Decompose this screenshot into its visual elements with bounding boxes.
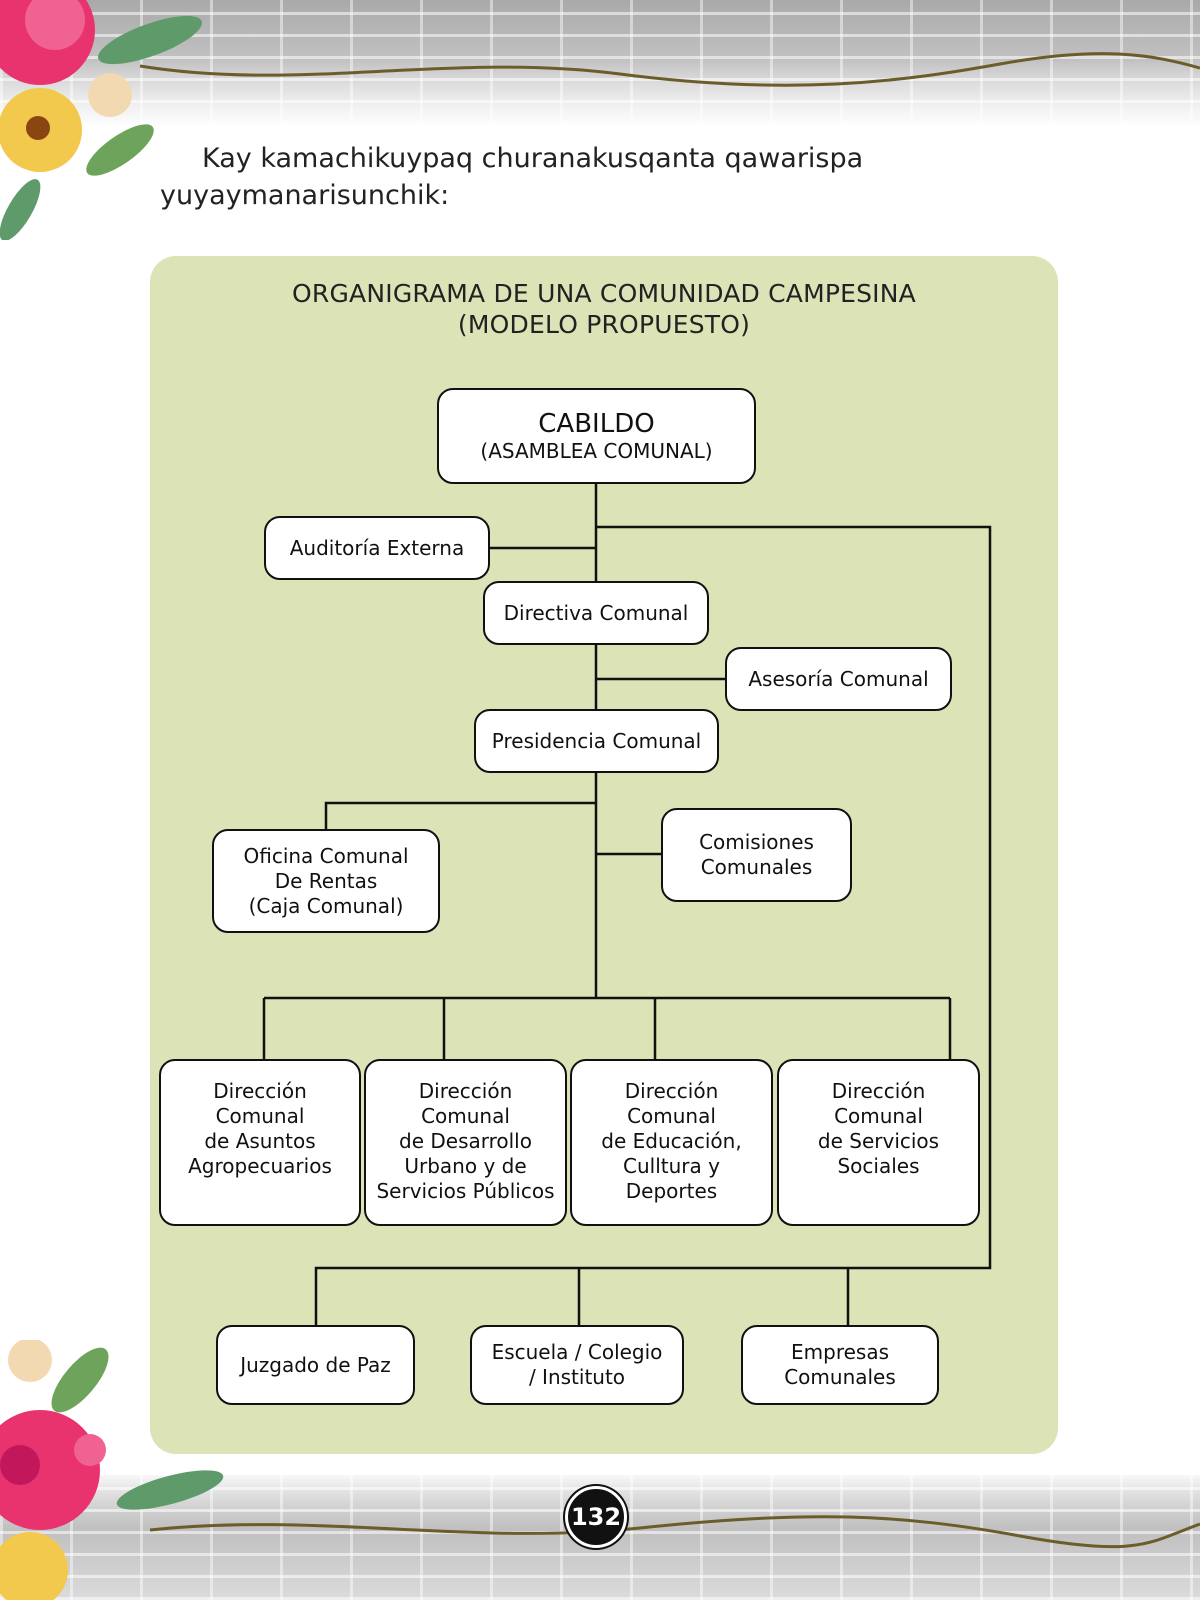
node-comisiones-line-1: Comisiones [699, 830, 814, 854]
node-dir-desarrollo-urbano: Dirección Comunal de Desarrollo Urbano y… [364, 1059, 567, 1226]
node-cabildo-line-2: (ASAMBLEA COMUNAL) [480, 438, 713, 463]
top-wave-line [139, 52, 1200, 87]
node-presidencia-line-1: Presidencia Comunal [491, 728, 702, 753]
connector-cabildo-right-branch [314, 525, 992, 1326]
node-comisiones-comunales: Comisiones Comunales [661, 808, 852, 902]
node-asesoria-line-1: Asesoría Comunal [748, 666, 929, 691]
node-oficina-line-3: (Caja Comunal) [248, 893, 404, 918]
node-oficina-rentas: Oficina Comunal De Rentas (Caja Comunal) [212, 829, 440, 933]
node-oficina-line-1: Oficina Comunal [243, 843, 409, 868]
node-presidencia-comunal: Presidencia Comunal [474, 709, 719, 773]
node-comisiones-line-2: Comunales [700, 855, 813, 879]
node-dir-servicios-line-2: de Servicios [817, 1129, 940, 1153]
node-directiva-line-1: Directiva Comunal [503, 600, 689, 625]
node-dir-educacion-line-3: Culltura y Deportes [623, 1154, 720, 1203]
page-number: 132 [565, 1486, 627, 1548]
node-dir-educacion-line-2: de Educación, [601, 1129, 742, 1153]
node-dir-urbano-line-1: Dirección Comunal [418, 1079, 513, 1128]
node-cabildo: CABILDO (ASAMBLEA COMUNAL) [437, 388, 756, 484]
node-escuela-colegio: Escuela / Colegio / Instituto [470, 1325, 684, 1405]
node-dir-agro-line-3: Agropecuarios [188, 1154, 332, 1178]
node-dir-servicios-line-1: Dirección Comunal [831, 1079, 926, 1128]
node-juzgado-line-1: Juzgado de Paz [240, 1352, 391, 1377]
intro-line-2: yuyaymanarisunchik: [160, 180, 450, 211]
node-empresas-line-1: Empresas [791, 1340, 889, 1364]
diagram-title: ORGANIGRAMA DE UNA COMUNIDAD CAMPESINA (… [150, 278, 1058, 340]
node-auditoria-externa: Auditoría Externa [264, 516, 490, 580]
node-dir-urbano-line-2: de Desarrollo [399, 1129, 532, 1153]
bottom-wave-line [149, 1515, 1200, 1549]
node-directiva-comunal: Directiva Comunal [483, 581, 709, 645]
node-asesoria-comunal: Asesoría Comunal [725, 647, 952, 711]
node-dir-asuntos-agropecuarios: Dirección Comunal de Asuntos Agropecuari… [159, 1059, 361, 1226]
node-dir-urbano-line-4: Servicios Públicos [376, 1179, 555, 1203]
diagram-title-line-2: (MODELO PROPUESTO) [457, 310, 751, 339]
node-escuela-line-2: / Instituto [528, 1365, 626, 1389]
node-dir-urbano-line-3: Urbano y de [404, 1154, 527, 1178]
node-dir-agro-line-2: de Asuntos [204, 1129, 316, 1153]
node-dir-servicios-line-3: Sociales [837, 1154, 920, 1178]
intro-line-1: Kay kamachikuypaq churanakusqanta qawari… [202, 143, 864, 174]
node-empresas-line-2: Comunales [784, 1365, 896, 1389]
node-empresas-comunales: Empresas Comunales [741, 1325, 939, 1405]
node-dir-educacion-line-1: Dirección Comunal [624, 1079, 719, 1128]
flower-bouquet-icon [0, 1340, 224, 1600]
intro-text: Kay kamachikuypaq churanakusqanta qawari… [160, 140, 1060, 214]
connector-oficina-rentas [324, 801, 596, 830]
node-dir-agro-line-1: Dirección Comunal [213, 1079, 307, 1128]
node-juzgado-de-paz: Juzgado de Paz [216, 1325, 415, 1405]
node-oficina-line-2: De Rentas [274, 868, 378, 893]
node-dir-servicios-sociales: Dirección Comunal de Servicios Sociales [777, 1059, 980, 1226]
flower-bouquet-icon [0, 0, 202, 240]
node-cabildo-line-1: CABILDO [538, 408, 655, 439]
node-auditoria-line-1: Auditoría Externa [289, 535, 465, 560]
node-escuela-line-1: Escuela / Colegio [491, 1340, 663, 1364]
node-dir-educacion-cultura: Dirección Comunal de Educación, Culltura… [570, 1059, 773, 1226]
diagram-title-line-1: ORGANIGRAMA DE UNA COMUNIDAD CAMPESINA [292, 279, 916, 308]
